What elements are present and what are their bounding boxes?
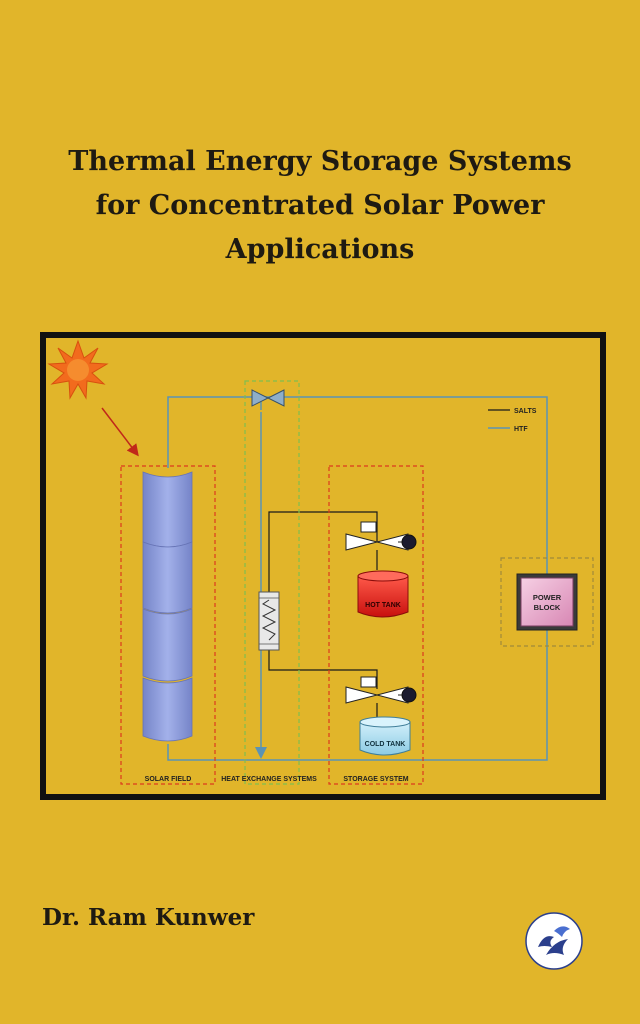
hot-tank-valve <box>345 521 417 570</box>
cold-tank-valve <box>345 676 417 718</box>
sunlight-arrow <box>101 407 139 457</box>
power-block: POWER BLOCK <box>516 573 578 631</box>
collector-2 <box>142 541 193 614</box>
hot-tank-label: HOT TANK <box>365 602 401 609</box>
diagram-frame <box>40 332 606 800</box>
storage-system-label: STORAGE SYSTEM <box>343 776 408 783</box>
solar-field-label: SOLAR FIELD <box>145 776 192 783</box>
legend-salts: SALTS <box>514 408 537 415</box>
storage-zone <box>328 465 424 785</box>
legend-htf: HTF <box>514 426 528 433</box>
power-block-zone <box>500 557 594 647</box>
heat-exchange-label: HEAT EXCHANGE SYSTEMS <box>221 776 317 783</box>
title-line-3: Applications <box>225 234 415 265</box>
solar-field-zone <box>120 465 216 785</box>
salt-loop <box>268 511 378 689</box>
collector-4 <box>142 677 193 742</box>
title-line-1: Thermal Energy Storage Systems <box>68 146 572 177</box>
legend: SALTS HTF <box>488 408 537 433</box>
collector-1 <box>142 471 193 548</box>
author-name: Dr. Ram Kunwer <box>42 904 255 931</box>
book-title: Thermal Energy Storage Systems for Conce… <box>0 140 640 272</box>
heat-exchange-zone <box>244 380 300 785</box>
cold-tank: COLD TANK <box>359 716 411 756</box>
csp-system-diagram: HOT TANK COLD TANK POWER BLOCK SALTS HTF… <box>40 332 606 800</box>
collector-3 <box>142 608 193 682</box>
title-line-2: for Concentrated Solar Power <box>95 190 545 221</box>
sun-icon <box>47 339 109 400</box>
hot-tank: HOT TANK <box>357 570 409 618</box>
heat-exchanger <box>258 591 280 651</box>
solar-collectors <box>142 471 193 742</box>
valve-icon <box>251 389 285 407</box>
power-block-label-2: BLOCK <box>534 603 561 612</box>
power-block-label-1: POWER <box>533 593 562 602</box>
cold-tank-label: COLD TANK <box>365 741 406 748</box>
publisher-logo-icon <box>525 912 583 970</box>
